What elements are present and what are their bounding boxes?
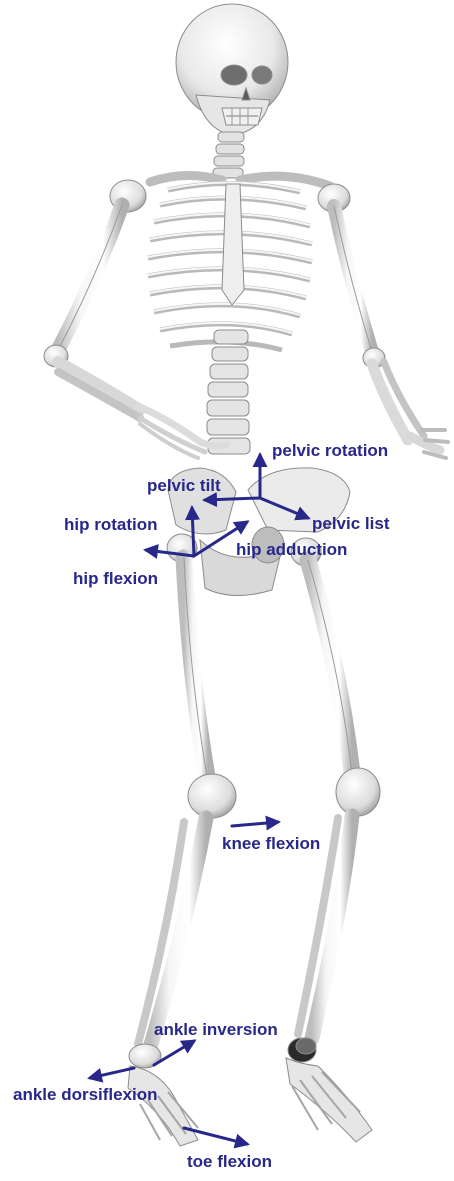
label-ankle-inversion: ankle inversion: [154, 1020, 278, 1039]
lumbar-spine: [207, 330, 250, 454]
label-pelvic-list: pelvic list: [312, 514, 390, 533]
left-leg: [128, 558, 236, 1146]
label-ankle-dorsiflexion: ankle dorsiflexion: [13, 1085, 158, 1104]
sternum: [222, 184, 244, 305]
right-knee: [336, 768, 380, 816]
right-arm: [334, 206, 448, 458]
label-pelvic-rotation: pelvic rotation: [272, 441, 388, 460]
knee-flexion-arrow: [232, 822, 278, 826]
label-knee-flexion: knee flexion: [222, 834, 320, 853]
label-hip-flexion: hip flexion: [73, 569, 158, 588]
left-clavicle: [150, 175, 222, 182]
cervical-spine: [213, 132, 244, 178]
label-pelvic-tilt: pelvic tilt: [147, 476, 221, 495]
left-knee: [188, 774, 236, 818]
label-toe-flexion: toe flexion: [187, 1152, 272, 1171]
ankle-dorsiflexion-arrow: [90, 1068, 134, 1078]
hip-rotation-arrow: [192, 508, 194, 556]
label-hip-rotation: hip rotation: [64, 515, 157, 534]
skull: [176, 4, 288, 135]
label-hip-adduction: hip adduction: [236, 540, 347, 559]
pelvic-tilt-arrow: [205, 498, 260, 500]
left-arm: [44, 205, 226, 458]
